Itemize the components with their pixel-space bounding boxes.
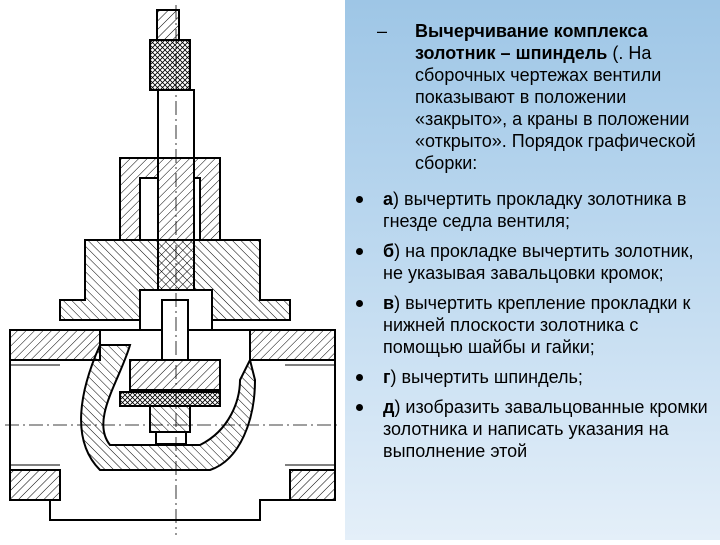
step-text: ) вычертить крепление прокладки к нижней… [383,293,691,357]
washer [149,405,191,433]
step-v: в) вычертить крепление прокладки к нижне… [345,292,720,358]
step-text: ) изобразить завальцованные кромки золот… [383,397,708,461]
bullet-icon [356,374,363,381]
bullet-icon [356,196,363,203]
dash-marker: – [377,21,388,41]
intro-text: Вычерчивание комплекса золотник – шпинде… [415,20,715,174]
intro-bold: Вычерчивание комплекса золотник – шпинде… [415,21,648,63]
spindle-lower [161,299,189,361]
text-panel: – Вычерчивание комплекса золотник – шпин… [345,0,720,540]
step-text: ) вычертить шпиндель; [390,367,583,387]
step-a: а) вычертить прокладку золотника в гнезд… [345,188,720,232]
bullet-icon [356,248,363,255]
bullet-icon [356,404,363,411]
step-g: г) вычертить шпиндель; [345,366,720,388]
bonnet [59,239,291,321]
step-text: ) на прокладке вычертить золотник, не ук… [383,241,694,283]
step-letter: а [383,189,394,209]
disc [129,359,221,391]
gasket [119,391,221,407]
step-letter: д [383,397,395,417]
step-letter: б [383,241,395,261]
step-letter: г [383,367,391,387]
step-text: ) вычертить прокладку золотника в гнезде… [383,189,687,231]
step-b: б) на прокладке вычертить золотник, не у… [345,240,720,284]
valve-drawing [0,0,345,540]
valve-section-drawing [5,5,340,535]
step-letter: в [383,293,395,313]
nut [155,431,187,445]
step-d: д) изобразить завальцованные кромки золо… [345,396,720,462]
steps-list: а) вычертить прокладку золотника в гнезд… [345,188,720,470]
intro-rest: (. На сборочных чертежах вентили показыв… [415,43,696,173]
gland-nut [149,39,191,91]
seat-wall [80,344,257,471]
bullet-icon [356,300,363,307]
